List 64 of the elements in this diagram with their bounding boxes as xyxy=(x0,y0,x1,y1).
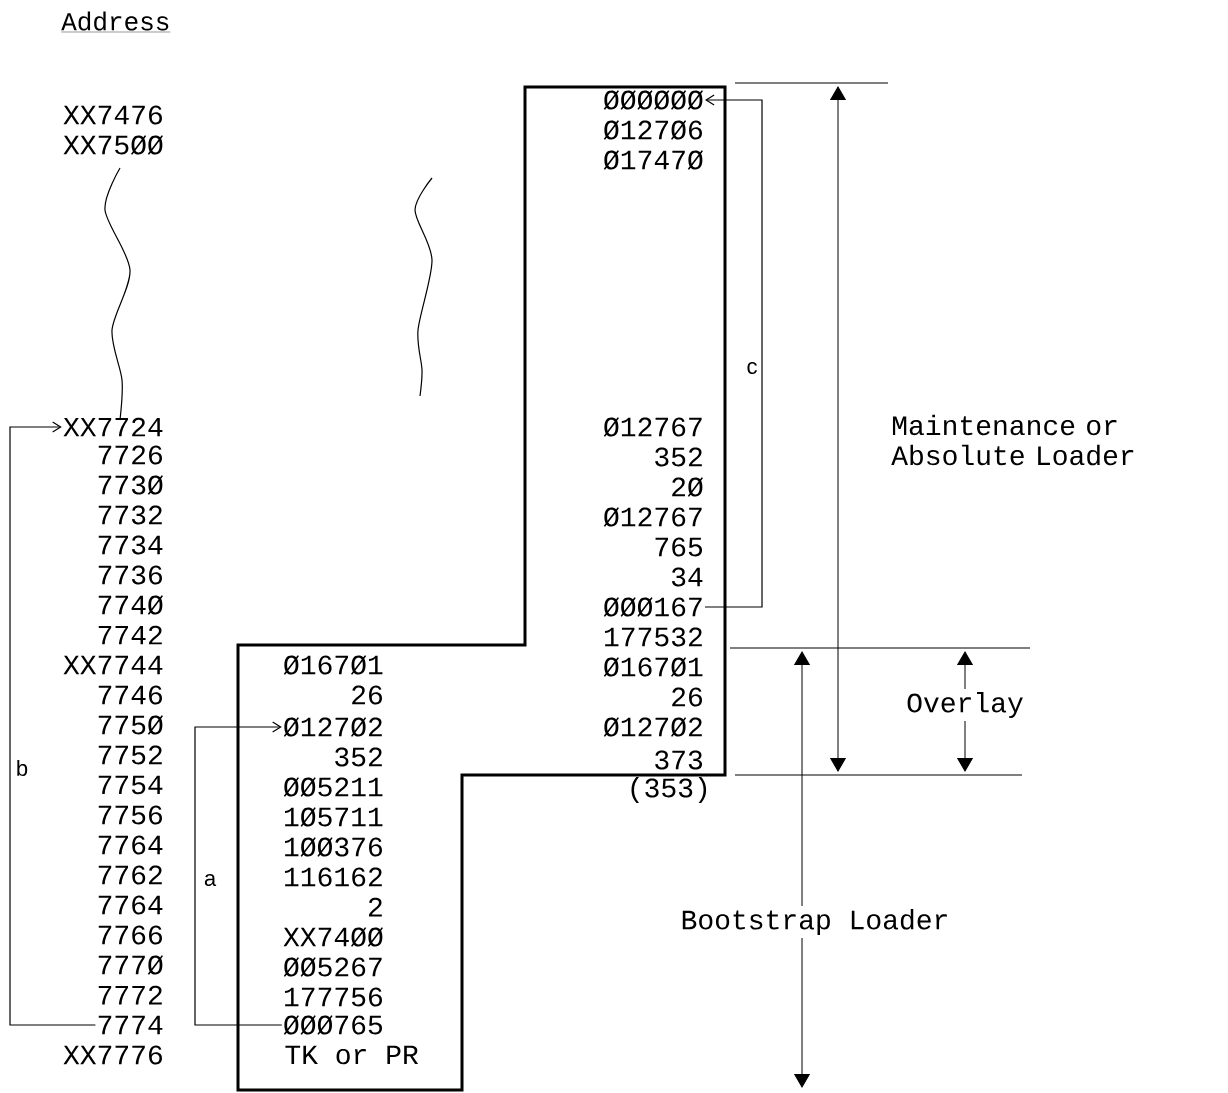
code-word: 2Ø xyxy=(672,477,703,497)
code-word: 26 xyxy=(352,685,382,705)
region-label: Maintenance or Absolute Loader xyxy=(891,414,1134,466)
code-word: 777Ø xyxy=(98,955,163,975)
code-word: 2 xyxy=(369,897,382,917)
code-word: XX7744 xyxy=(63,655,163,675)
loop-arrow xyxy=(704,94,763,608)
code-word: Ø1747Ø xyxy=(603,150,703,170)
code-word: ØØ5267 xyxy=(283,957,382,977)
code-word: 352 xyxy=(335,747,382,767)
code-word: ØØ5211 xyxy=(283,777,383,797)
code-word: 774Ø xyxy=(98,595,163,615)
code-word: Ø127Ø6 xyxy=(603,120,702,140)
code-word: Ø12767 xyxy=(603,507,702,527)
code-word: XX75ØØ xyxy=(63,135,163,155)
code-word: 34 xyxy=(671,567,703,587)
code-word: Ø167Ø1 xyxy=(283,655,383,675)
code-word: 7764 xyxy=(98,895,163,915)
code-word: 7726 xyxy=(98,445,162,465)
code-word: 7766 xyxy=(98,925,162,945)
code-word: ØØØØØØ xyxy=(603,90,703,110)
code-word: 773Ø xyxy=(98,475,163,495)
code-word: 7764 xyxy=(98,835,163,855)
code-word: 7756 xyxy=(98,805,162,825)
code-word: 7772 xyxy=(98,985,162,1005)
code-word: XX74ØØ xyxy=(283,927,383,947)
region-label: Bootstrap Loader xyxy=(682,908,947,936)
code-word: 7762 xyxy=(98,865,162,885)
code-word: 765 xyxy=(655,537,703,557)
code-word: 7746 xyxy=(98,685,162,705)
code-word: Ø12767 xyxy=(603,417,702,437)
loop-arrow xyxy=(194,721,283,1026)
code-word: 7736 xyxy=(98,565,162,585)
code-word: XX7776 xyxy=(63,1045,162,1065)
code-word: 7774 xyxy=(98,1015,163,1035)
code-word: 1ØØ376 xyxy=(285,837,382,857)
code-word: 775Ø xyxy=(98,715,163,735)
edge-label: a xyxy=(204,874,217,887)
code-word: 26 xyxy=(672,687,702,707)
loop-arrow xyxy=(9,421,96,1026)
region-label: Overlay xyxy=(907,691,1023,719)
code-word: XX7476 xyxy=(63,105,162,125)
edge-label: b xyxy=(17,759,28,777)
code-word: (353) xyxy=(631,776,707,804)
code-word: 177756 xyxy=(285,987,382,1007)
code-word: XX7724 xyxy=(63,417,163,437)
heading: Address xyxy=(61,11,171,33)
code-word: 116162 xyxy=(285,867,382,887)
code-word: Ø127Ø2 xyxy=(283,717,382,737)
code-word: Ø167Ø1 xyxy=(603,657,703,677)
code-word: 7754 xyxy=(98,775,163,795)
code-word: Ø127Ø2 xyxy=(603,717,702,737)
edge-label: c xyxy=(747,362,757,375)
code-word: TK or PR xyxy=(285,1045,419,1065)
code-word: 1Ø5711 xyxy=(285,807,383,827)
code-word: ØØØ765 xyxy=(283,1015,382,1035)
code-word: 7752 xyxy=(98,745,162,765)
code-word: 373 xyxy=(655,750,703,770)
code-word: 352 xyxy=(655,447,702,467)
code-word: 7732 xyxy=(98,505,162,525)
code-word: 177532 xyxy=(605,627,702,647)
code-word: ØØØ167 xyxy=(603,597,702,617)
code-word: 7734 xyxy=(98,535,163,555)
code-word: 7742 xyxy=(98,625,162,645)
